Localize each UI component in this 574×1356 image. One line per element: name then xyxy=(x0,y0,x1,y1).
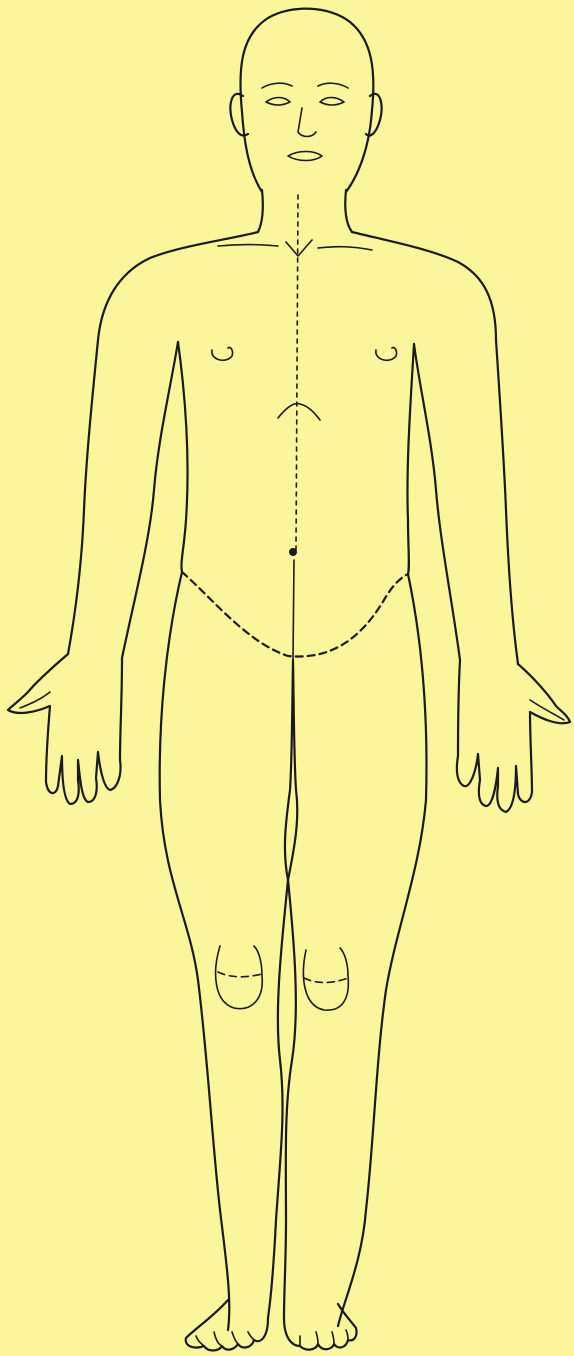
right-shoulder xyxy=(352,232,496,340)
left-eyebrow xyxy=(262,83,292,88)
midline-dotted xyxy=(296,195,298,552)
left-kneecap xyxy=(216,946,263,1009)
left-foot xyxy=(186,1300,268,1351)
left-toes xyxy=(196,1332,254,1346)
left-ear xyxy=(230,94,248,136)
right-inner-leg xyxy=(284,880,296,1318)
midline-arrowhead xyxy=(286,240,312,256)
left-clavicle xyxy=(218,245,278,247)
inner-thighs xyxy=(285,660,297,880)
right-kneecap xyxy=(303,948,348,1010)
left-nipple xyxy=(212,347,233,360)
neck-right xyxy=(345,190,352,232)
mouth xyxy=(288,152,322,161)
left-arm-outer xyxy=(68,340,98,654)
torso xyxy=(178,342,414,657)
right-eyebrow xyxy=(318,83,348,88)
head xyxy=(230,9,381,192)
right-nipple xyxy=(376,347,397,360)
nose xyxy=(298,108,316,137)
navel xyxy=(289,548,297,556)
left-arm xyxy=(8,340,178,804)
head-outline xyxy=(240,9,373,192)
left-hand xyxy=(8,654,122,804)
midline-lower xyxy=(293,560,294,660)
neck-left xyxy=(258,190,263,232)
right-leg-outer xyxy=(338,574,426,1326)
left-kneecap-top xyxy=(218,972,262,977)
legs xyxy=(160,572,427,1330)
right-arm-inner xyxy=(414,344,460,660)
torso-left-side xyxy=(178,342,188,572)
right-kneecap-top xyxy=(304,978,348,983)
midline xyxy=(286,195,312,660)
right-hand xyxy=(457,660,570,812)
right-arm xyxy=(414,340,570,812)
right-eye xyxy=(320,98,344,106)
feet xyxy=(186,1300,357,1351)
left-shoulder xyxy=(98,232,258,340)
left-eye xyxy=(266,98,290,106)
right-foot xyxy=(284,1304,357,1350)
right-arm-outer xyxy=(496,340,518,664)
inguinal-line xyxy=(182,572,408,657)
torso-right-side xyxy=(407,344,414,574)
right-clavicle xyxy=(318,247,372,250)
left-arm-inner xyxy=(122,342,178,658)
right-toes xyxy=(300,1330,348,1346)
xiphoid-mark xyxy=(278,404,320,420)
neck-and-shoulders xyxy=(98,190,496,340)
